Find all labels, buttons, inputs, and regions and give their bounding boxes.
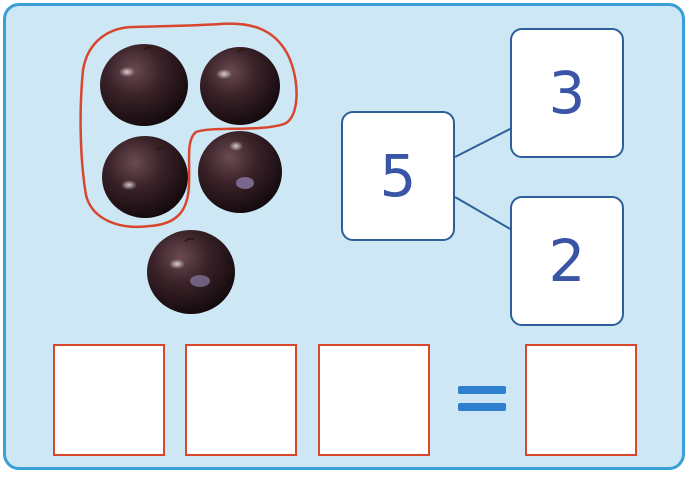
plum-icon: [200, 47, 280, 125]
bond-total-value: 5: [379, 142, 417, 210]
bond-part-one-box: 3: [510, 28, 624, 158]
answer-box-second-addend[interactable]: [318, 344, 430, 456]
plum-icon: [147, 230, 235, 314]
bond-part-two-box: 2: [510, 196, 624, 326]
bond-part-one-value: 3: [548, 59, 586, 127]
bond-link-top: [454, 127, 513, 158]
bond-part-two-value: 2: [548, 227, 586, 295]
answer-box-first-addend[interactable]: [53, 344, 165, 456]
group-outline: [79, 22, 298, 229]
bond-total-box: 5: [341, 111, 455, 241]
answer-box-operator[interactable]: [185, 344, 297, 456]
equals-sign-icon: [458, 384, 506, 418]
plum-icon: [100, 44, 188, 126]
answer-box-result[interactable]: [525, 344, 637, 456]
plum-icon: [198, 131, 282, 213]
bond-link-bottom: [454, 196, 513, 231]
plum-icon: [102, 136, 188, 218]
